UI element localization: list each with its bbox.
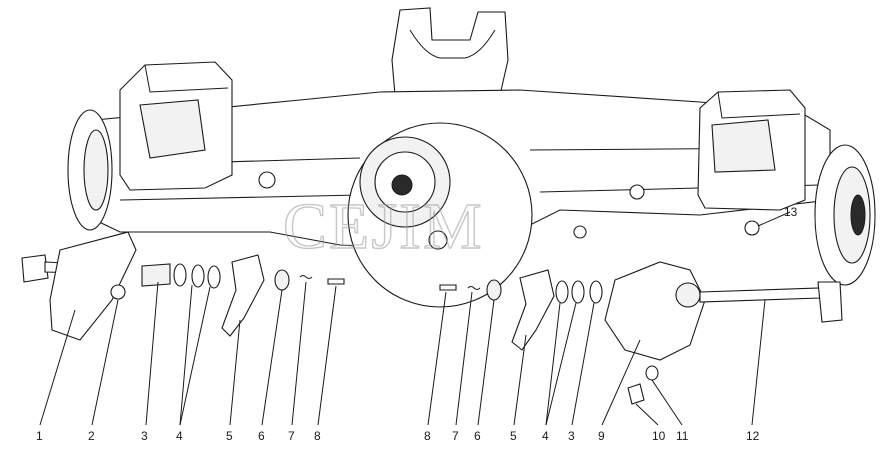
callout-3-right: 3 [568, 429, 575, 443]
callout-7-right: 7 [452, 429, 459, 443]
right-parts [439, 220, 843, 405]
callout-7-left: 7 [288, 429, 295, 443]
callout-8-right: 8 [424, 429, 431, 443]
callout-1: 1 [36, 429, 43, 443]
callout-11: 11 [676, 429, 689, 443]
callout-13: 13 [784, 205, 798, 219]
callout-5-right: 5 [510, 429, 517, 443]
callout-8-left: 8 [314, 429, 321, 443]
callout-labels: 1 2 3 4 5 6 7 8 8 7 6 5 4 3 9 10 11 12 1… [36, 205, 798, 443]
callout-12: 12 [746, 429, 760, 443]
callout-4-right: 4 [542, 429, 549, 443]
callout-5-left: 5 [226, 429, 233, 443]
callout-3-left: 3 [141, 429, 148, 443]
callout-10: 10 [652, 429, 666, 443]
leader-lines [39, 211, 791, 426]
callout-9: 9 [598, 429, 605, 443]
callout-4-left: 4 [176, 429, 183, 443]
callout-2: 2 [88, 429, 95, 443]
watermark-text: CEJIM [283, 190, 484, 263]
axle-housing [67, 7, 876, 308]
callout-6-right: 6 [474, 429, 481, 443]
left-parts [21, 231, 345, 341]
callout-6-left: 6 [258, 429, 265, 443]
